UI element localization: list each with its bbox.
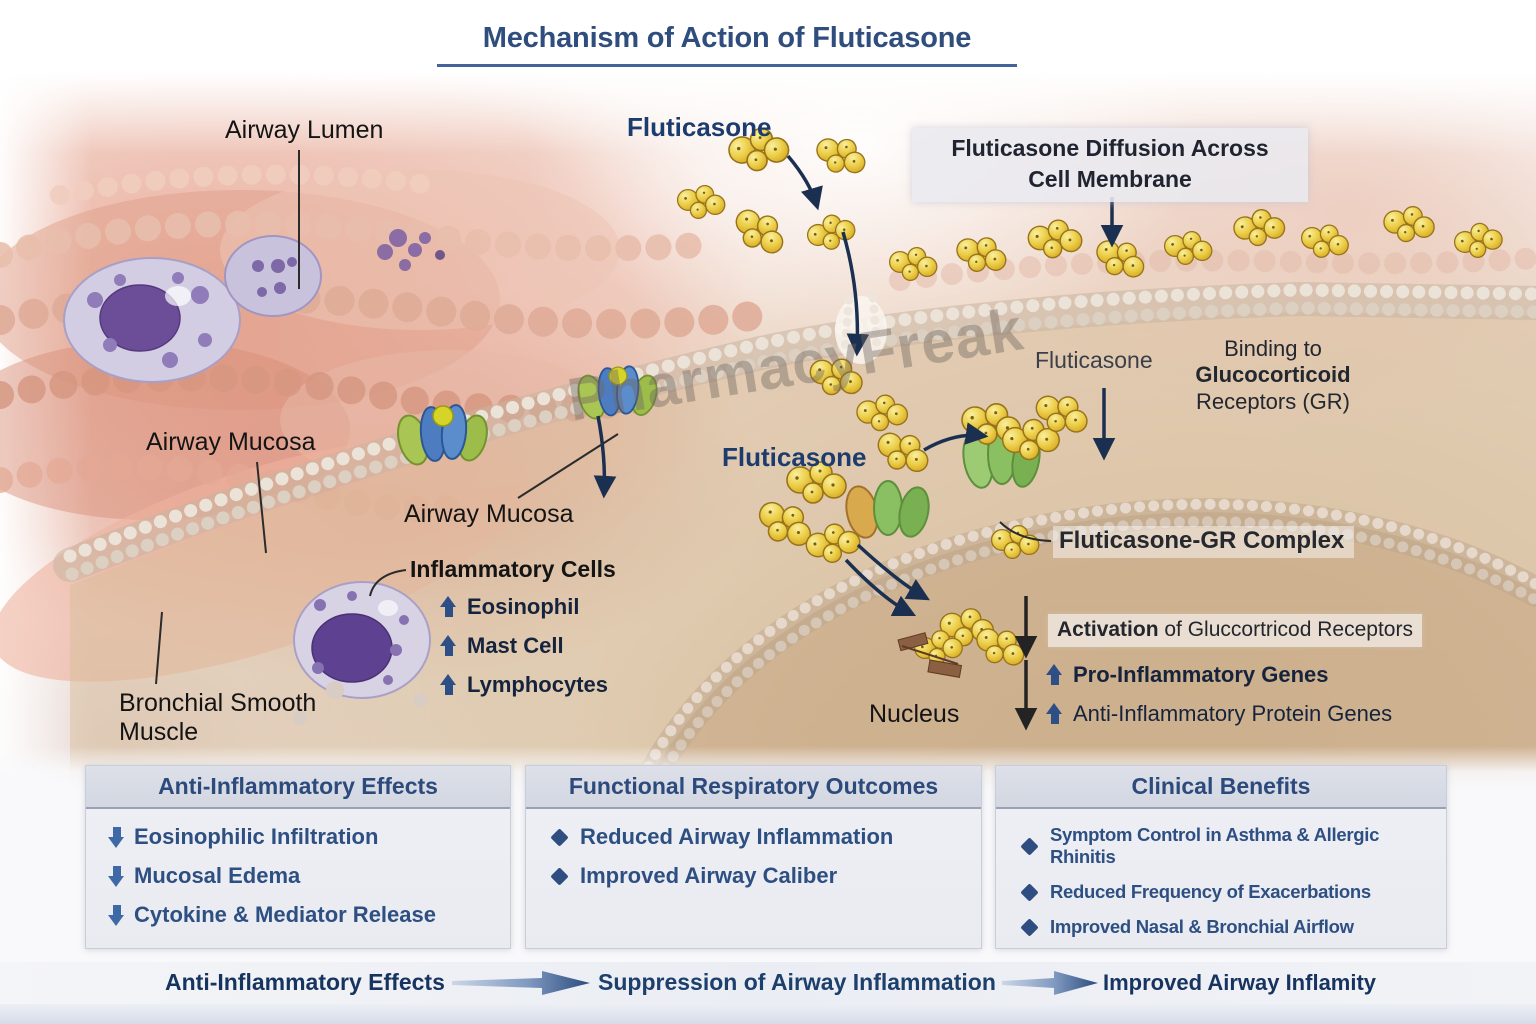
label-inflammatory-cells: Inflammatory Cells xyxy=(410,556,616,582)
panel-title: Anti-Inflammatory Effects xyxy=(158,773,438,799)
panel-header: Clinical Benefits xyxy=(996,766,1446,809)
bottom-strip xyxy=(0,1004,1536,1024)
activation-rest: of Gluccortricod Receptors xyxy=(1158,618,1413,641)
down-arrow-icon xyxy=(108,904,125,926)
diamond-bullet-icon xyxy=(1020,882,1039,902)
panel-header: Anti-Inflammatory Effects xyxy=(86,766,510,809)
label-diffusion-box: Fluticasone Diffusion Across Cell Membra… xyxy=(912,128,1308,203)
inflammatory-item-lymphocytes: Lymphocytes xyxy=(440,672,608,698)
up-arrow-icon xyxy=(440,635,457,657)
panel-item: Improved Nasal & Bronchial Airflow xyxy=(1018,916,1432,938)
immune-cell-small xyxy=(224,235,322,317)
bronchial-line2: Muscle xyxy=(119,717,199,746)
panel-title: Functional Respiratory Outcomes xyxy=(568,773,939,799)
label-airway-lumen: Airway Lumen xyxy=(225,116,384,144)
panel-item-label: Reduced Airway Inflammation xyxy=(580,824,894,849)
page-title: Mechanism of Action of Fluticasone xyxy=(437,22,1017,67)
panel-item: Eosinophilic Infiltration xyxy=(108,824,496,850)
diamond-bullet-icon xyxy=(1020,836,1039,856)
receptor-blue-green-1 xyxy=(397,404,488,466)
label-activation-gr: Activation of Gluccortricod Receptors xyxy=(1048,614,1422,647)
flow-arrow-icon xyxy=(1002,971,1098,995)
gene-label: Pro-Inflammatory Genes xyxy=(1073,662,1329,687)
label-airway-mucosa-left: Airway Mucosa xyxy=(146,428,316,456)
panel-item: Cytokine & Mediator Release xyxy=(108,902,496,928)
panel-item: Symptom Control in Asthma & Allergic Rhi… xyxy=(1018,824,1432,868)
item-label: Eosinophil xyxy=(467,594,580,619)
binding-line2: Glucocorticoid xyxy=(1195,362,1351,388)
gene-elements xyxy=(897,632,963,678)
receptor-green xyxy=(962,423,1041,489)
panel-item-label: Symptom Control in Asthma & Allergic Rhi… xyxy=(1050,824,1380,867)
panel-item-label: Cytokine & Mediator Release xyxy=(134,902,436,927)
panel-anti-inflammatory-effects: Anti-Inflammatory Effects Eosinophilic I… xyxy=(85,765,511,949)
label-anti-inflammatory-genes: Anti-Inflammatory Protein Genes xyxy=(1046,701,1392,727)
inflammatory-item-mast-cell: Mast Cell xyxy=(440,633,564,659)
gene-label: Anti-Inflammatory Protein Genes xyxy=(1073,701,1393,726)
flow-arrow-icon xyxy=(452,971,590,995)
summary-flow-band: Anti-Inflammatory Effects Suppression of… xyxy=(0,962,1536,1006)
down-arrow-icon xyxy=(108,865,125,887)
panel-title: Clinical Benefits xyxy=(1131,773,1311,799)
panel-item-label: Improved Nasal & Bronchial Airflow xyxy=(1050,916,1354,937)
diamond-bullet-icon xyxy=(550,827,569,847)
process-arrows xyxy=(593,154,1124,731)
inflammatory-item-eosinophil: Eosinophil xyxy=(440,594,579,620)
panel-item-label: Improved Airway Caliber xyxy=(580,863,838,888)
receptor-gold-green xyxy=(845,480,930,539)
up-arrow-icon xyxy=(440,674,457,696)
panel-functional-respiratory-outcomes: Functional Respiratory Outcomes Reduced … xyxy=(525,765,982,949)
label-binding-gr: Binding to Glucocorticoid Receptors (GR) xyxy=(1160,336,1386,415)
debris-particles xyxy=(377,229,445,271)
diffusion-line2: Cell Membrane xyxy=(1028,166,1192,193)
diamond-bullet-icon xyxy=(1020,917,1039,937)
flow-step-suppression: Suppression of Airway Inflammation xyxy=(598,969,996,995)
label-fluticasone-center: Fluticasone xyxy=(722,442,867,472)
bronchial-line1: Bronchial Smooth xyxy=(119,689,317,717)
panel-item-label: Reduced Frequency of Exacerbations xyxy=(1050,881,1371,902)
cell-membrane xyxy=(53,281,1536,582)
binding-line1: Binding to xyxy=(1224,336,1322,361)
panel-item: Reduced Frequency of Exacerbations xyxy=(1018,881,1432,903)
label-pro-inflammatory-genes: Pro-Inflammatory Genes xyxy=(1046,662,1329,688)
inflammatory-cell xyxy=(293,581,431,725)
binding-line3: Receptors (GR) xyxy=(1195,388,1351,414)
panel-item: Mucosal Edema xyxy=(108,863,496,889)
flow-step-anti-inflammatory: Anti-Inflammatory Effects xyxy=(165,969,445,995)
panel-item: Reduced Airway Inflammation xyxy=(548,824,967,850)
label-fluticasone-top: Fluticasone xyxy=(627,112,772,142)
panel-clinical-benefits: Clinical Benefits Symptom Control in Ast… xyxy=(995,765,1447,949)
immune-cell-large xyxy=(63,257,241,383)
item-label: Lymphocytes xyxy=(467,672,609,697)
down-arrow-icon xyxy=(108,826,125,848)
receptor-blue-green-2 xyxy=(577,365,658,420)
label-nucleus: Nucleus xyxy=(869,700,960,728)
label-fluticasone-gr-complex: Fluticasone-GR Complex xyxy=(1053,526,1355,558)
diffusion-line1: Fluticasone Diffusion Across xyxy=(951,135,1269,161)
flow-step-improved: Improved Airway Inflamity xyxy=(1103,970,1377,995)
panel-item-label: Mucosal Edema xyxy=(134,863,301,888)
item-label: Mast Cell xyxy=(467,633,564,658)
diamond-bullet-icon xyxy=(550,866,569,886)
label-bronchial-smooth-muscle: Bronchial Smooth Muscle xyxy=(119,689,316,747)
panel-item-label: Eosinophilic Infiltration xyxy=(134,824,379,849)
panel-item: Improved Airway Caliber xyxy=(548,863,967,889)
panel-header: Functional Respiratory Outcomes xyxy=(526,766,981,809)
activation-bold: Activation xyxy=(1057,618,1159,641)
label-fluticasone-mid: Fluticasone xyxy=(1035,347,1153,373)
up-arrow-icon xyxy=(1046,703,1063,725)
up-arrow-icon xyxy=(1046,664,1063,686)
up-arrow-icon xyxy=(440,596,457,618)
label-airway-mucosa-center: Airway Mucosa xyxy=(404,500,574,528)
